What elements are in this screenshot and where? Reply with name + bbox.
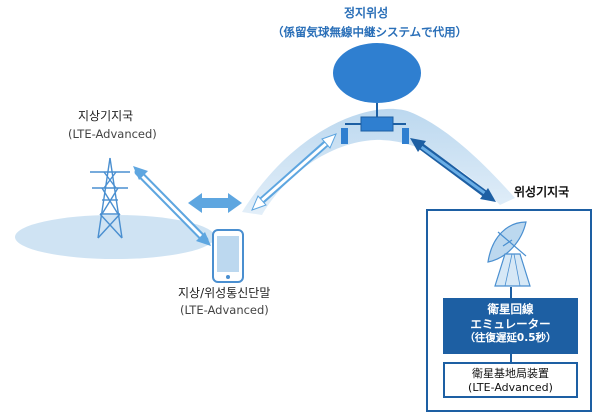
phone-arc-horizontal-arrow [188, 193, 242, 213]
base-station-line-1: 衛星基地局装置 [472, 367, 549, 380]
ground-coverage-area [15, 215, 215, 259]
satellite-subtitle: （係留気球無線中継システムで代用） [272, 25, 468, 39]
ground-station-subtitle: (LTE-Advanced) [68, 127, 157, 141]
tower-phone-link-arrow [133, 166, 211, 246]
relay-antenna-right [402, 128, 409, 144]
relay-payload [360, 116, 394, 132]
ground-station-title: 지상기지국 [78, 109, 134, 123]
satellite-base-station-box: 衛星基地局装置 (LTE-Advanced) [443, 362, 578, 398]
terminal-title: 지상/위성통신단말 [178, 286, 271, 300]
smartphone-icon [212, 229, 244, 283]
emulator-line-3: （往復遅延0.5秒） [464, 331, 557, 344]
phone-relay-link-arrow [251, 133, 337, 211]
balloon-shape [333, 43, 421, 103]
emulator-line-1: 衛星回線 [487, 302, 534, 316]
terminal-subtitle: (LTE-Advanced) [180, 303, 269, 317]
emulator-line-2: エミュレーター [470, 316, 551, 331]
base-station-line-2: (LTE-Advanced) [468, 380, 553, 394]
satellite-ground-station-title: 위성기지국 [514, 185, 570, 199]
transmission-tower-icon [90, 157, 130, 239]
satellite-ground-station-frame [426, 209, 592, 412]
satellite-dish-icon [487, 221, 531, 287]
satellite-coverage-arc [242, 108, 515, 215]
relay-antenna-left [341, 128, 348, 144]
relay-ground-station-link-arrow [410, 138, 496, 202]
satellite-link-emulator-box: 衛星回線 エミュレーター （往復遅延0.5秒） [443, 298, 578, 354]
satellite-title: 정지위성 [344, 6, 389, 20]
